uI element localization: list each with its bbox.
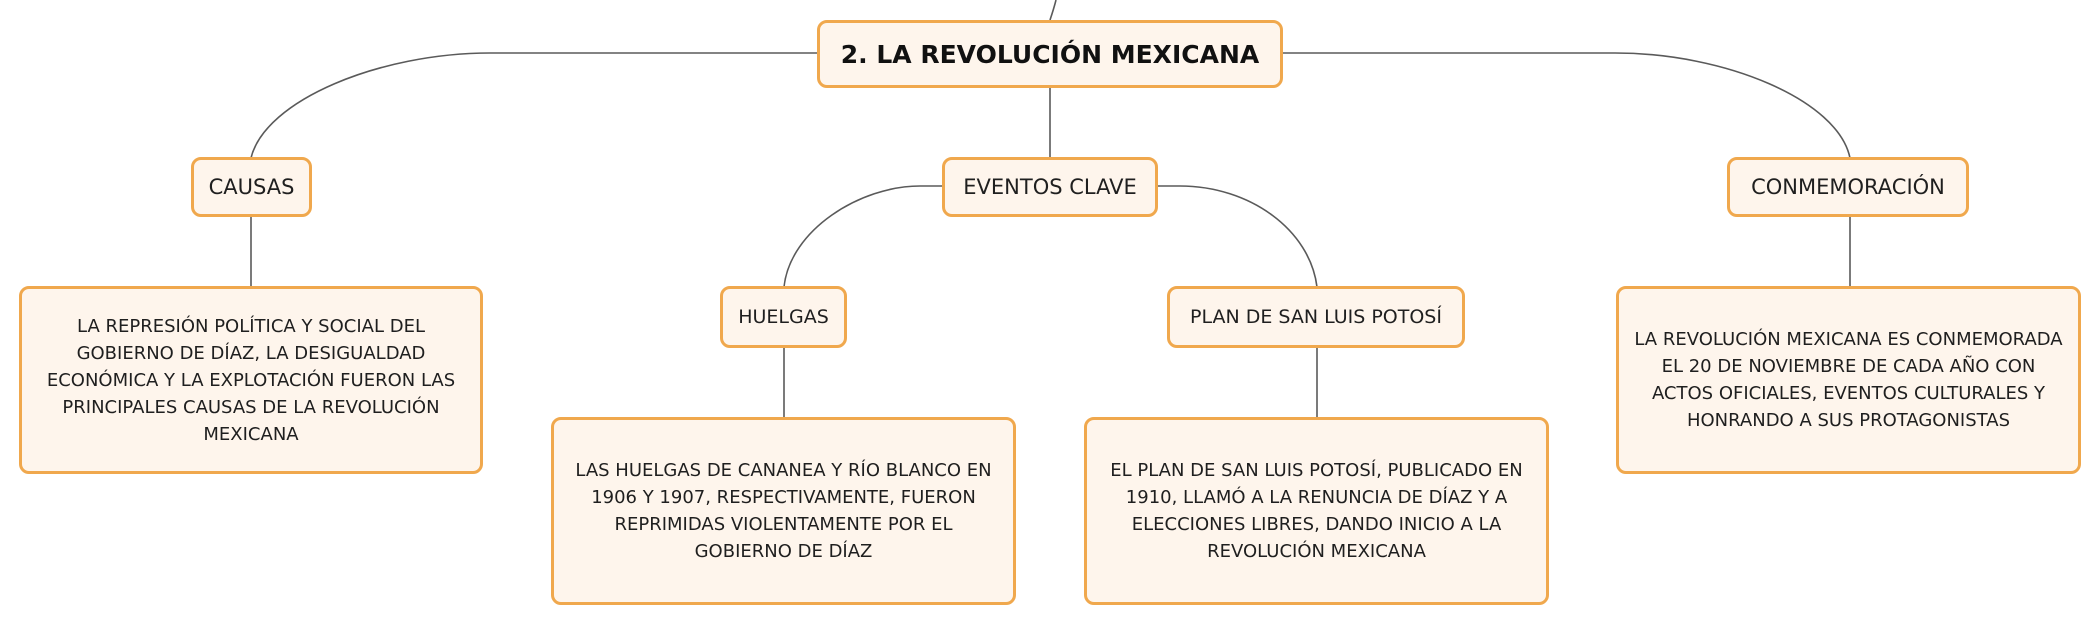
subtopic-label-plan-san-luis-potosi: PLAN DE SAN LUIS POTOSÍ xyxy=(1190,306,1442,328)
connector-root-to-conmemoracion xyxy=(1282,52,1851,159)
connector-root-to-causas xyxy=(250,52,818,159)
connector-eventos-to-plan xyxy=(1158,185,1318,288)
topic-node-eventos-clave[interactable]: EVENTOS CLAVE xyxy=(942,157,1158,217)
topic-label-eventos-clave: EVENTOS CLAVE xyxy=(963,175,1137,199)
connector-parent-to-root xyxy=(1049,0,1057,21)
topic-node-causas[interactable]: CAUSAS xyxy=(191,157,312,217)
description-text-causas: LA REPRESIÓN POLÍTICA Y SOCIAL DEL GOBIE… xyxy=(46,315,456,445)
description-node-conmemoracion[interactable]: LA REVOLUCIÓN MEXICANA ES CONMEMORADA EL… xyxy=(1616,286,2081,474)
description-node-plan-san-luis-potosi[interactable]: EL PLAN DE SAN LUIS POTOSÍ, PUBLICADO EN… xyxy=(1084,417,1549,605)
description-text-huelgas: LAS HUELGAS DE CANANEA Y RÍO BLANCO EN 1… xyxy=(575,460,992,562)
description-node-causas[interactable]: LA REPRESIÓN POLÍTICA Y SOCIAL DEL GOBIE… xyxy=(19,286,483,474)
root-topic-label: 2. LA REVOLUCIÓN MEXICANA xyxy=(840,39,1260,69)
connector-eventos-to-huelgas xyxy=(783,185,942,288)
description-text-plan-san-luis-potosi: EL PLAN DE SAN LUIS POTOSÍ, PUBLICADO EN… xyxy=(1110,460,1523,562)
description-text-conmemoracion: LA REVOLUCIÓN MEXICANA ES CONMEMORADA EL… xyxy=(1634,329,2063,431)
topic-node-conmemoracion[interactable]: CONMEMORACIÓN xyxy=(1727,157,1969,217)
root-topic-node[interactable]: 2. LA REVOLUCIÓN MEXICANA xyxy=(817,20,1283,88)
topic-label-conmemoracion: CONMEMORACIÓN xyxy=(1751,175,1945,199)
subtopic-node-huelgas[interactable]: HUELGAS xyxy=(720,286,847,348)
subtopic-label-huelgas: HUELGAS xyxy=(738,306,829,328)
description-node-huelgas[interactable]: LAS HUELGAS DE CANANEA Y RÍO BLANCO EN 1… xyxy=(551,417,1016,605)
topic-label-causas: CAUSAS xyxy=(208,175,295,199)
subtopic-node-plan-san-luis-potosi[interactable]: PLAN DE SAN LUIS POTOSÍ xyxy=(1167,286,1465,348)
